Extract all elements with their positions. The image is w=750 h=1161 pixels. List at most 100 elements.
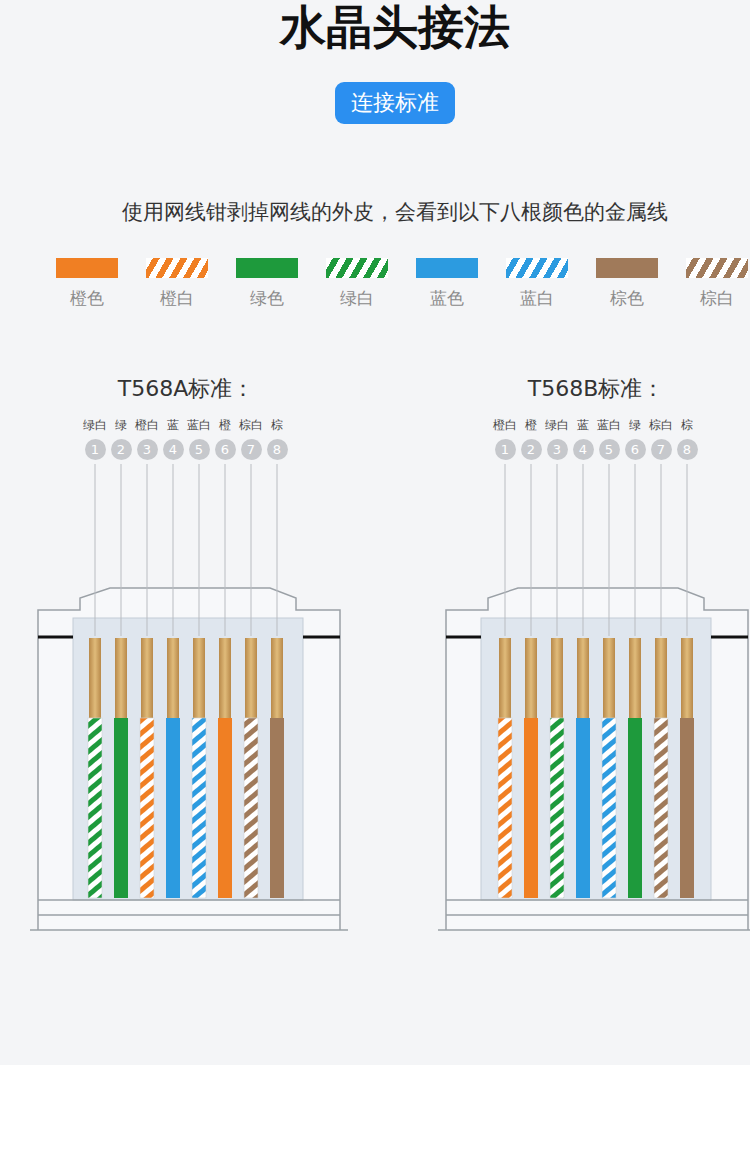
wire-core (576, 718, 590, 898)
legend-swatch (236, 258, 298, 278)
gold-contact (681, 638, 693, 718)
pin-number: 3 (553, 443, 561, 456)
leader-line (583, 464, 584, 636)
legend-swatch (506, 258, 568, 278)
pin-number: 1 (501, 443, 509, 456)
pin-number: 5 (605, 443, 613, 456)
wire-name: 蓝白 (597, 417, 621, 434)
leader-line (277, 464, 278, 636)
pin-circle: 5 (189, 439, 210, 460)
pin-circle: 8 (267, 439, 288, 460)
legend-label: 蓝白 (520, 287, 554, 310)
wire-core (550, 718, 564, 898)
legend-label: 橙色 (70, 287, 104, 310)
wire-core (524, 718, 538, 898)
leader-line (661, 464, 662, 636)
wire-name: 橙白 (493, 417, 517, 434)
gold-contact (193, 638, 205, 718)
leader-line (173, 464, 174, 636)
pin-number: 8 (683, 443, 691, 456)
pin-circle: 6 (215, 439, 236, 460)
pin-circle: 1 (85, 439, 106, 460)
pin-circle: 7 (651, 439, 672, 460)
gold-contact (245, 638, 257, 718)
legend-label: 蓝色 (430, 287, 464, 310)
leader-line (147, 464, 148, 636)
pin-circle: 8 (677, 439, 698, 460)
leader-line (687, 464, 688, 636)
legend-swatch (596, 258, 658, 278)
pin-circle: 3 (137, 439, 158, 460)
wire-core (140, 718, 154, 898)
wire-core (166, 718, 180, 898)
legend-label: 绿色 (250, 287, 284, 310)
wire-core (680, 718, 694, 898)
wire-core (192, 718, 206, 898)
leader-line (251, 464, 252, 636)
legend-label: 棕白 (700, 287, 734, 310)
leader-line (635, 464, 636, 636)
wire-name: 棕白 (649, 417, 673, 434)
gold-contact (89, 638, 101, 718)
pin-number: 8 (273, 443, 281, 456)
gold-contact (577, 638, 589, 718)
wire-name: 橙 (219, 417, 231, 434)
wire-name: 绿 (629, 417, 641, 434)
leader-line (121, 464, 122, 636)
wire-core (244, 718, 258, 898)
gold-contact (655, 638, 667, 718)
legend-swatch (326, 258, 388, 278)
wire-core (114, 718, 128, 898)
wire-core (602, 718, 616, 898)
page-title: 水晶头接法 (280, 2, 510, 53)
legend-swatch (416, 258, 478, 278)
pin-number: 7 (657, 443, 665, 456)
pin-number: 6 (221, 443, 229, 456)
section-pill: 连接标准 (335, 82, 455, 124)
wire-core (498, 718, 512, 898)
plug-housing (30, 588, 348, 930)
pill-text: 连接标准 (351, 88, 439, 118)
pin-circle: 4 (163, 439, 184, 460)
wire-name: 棕白 (239, 417, 263, 434)
wire-name: 橙 (525, 417, 537, 434)
wire-group (88, 464, 694, 898)
leader-line (505, 464, 506, 636)
wire-name: 棕 (681, 417, 693, 434)
gold-contact (629, 638, 641, 718)
pin-circle: 5 (599, 439, 620, 460)
pin-number: 5 (195, 443, 203, 456)
standard-heading: T568B标准： (528, 374, 665, 404)
wire-core (218, 718, 232, 898)
wire-core (628, 718, 642, 898)
pin-number: 2 (117, 443, 125, 456)
pin-circle: 6 (625, 439, 646, 460)
plug-housing (438, 588, 750, 930)
legend-label: 棕色 (610, 287, 644, 310)
wire-name: 橙白 (135, 417, 159, 434)
leader-line (199, 464, 200, 636)
pin-number: 7 (247, 443, 255, 456)
wire-name: 绿白 (83, 417, 107, 434)
gold-contact (525, 638, 537, 718)
intro-text: 使用网线钳剥掉网线的外皮，会看到以下八根颜色的金属线 (122, 198, 668, 226)
gold-contact (499, 638, 511, 718)
gold-contact (603, 638, 615, 718)
gold-contact (167, 638, 179, 718)
pin-circle: 3 (547, 439, 568, 460)
gold-contact (141, 638, 153, 718)
pin-number: 4 (169, 443, 177, 456)
wire-core (88, 718, 102, 898)
wire-name: 绿白 (545, 417, 569, 434)
leader-line (557, 464, 558, 636)
wire-core (654, 718, 668, 898)
pin-circle: 4 (573, 439, 594, 460)
pin-number: 6 (631, 443, 639, 456)
gold-contact (219, 638, 231, 718)
pin-circle: 2 (521, 439, 542, 460)
pin-circle: 1 (495, 439, 516, 460)
wire-name: 绿 (115, 417, 127, 434)
pin-number: 2 (527, 443, 535, 456)
